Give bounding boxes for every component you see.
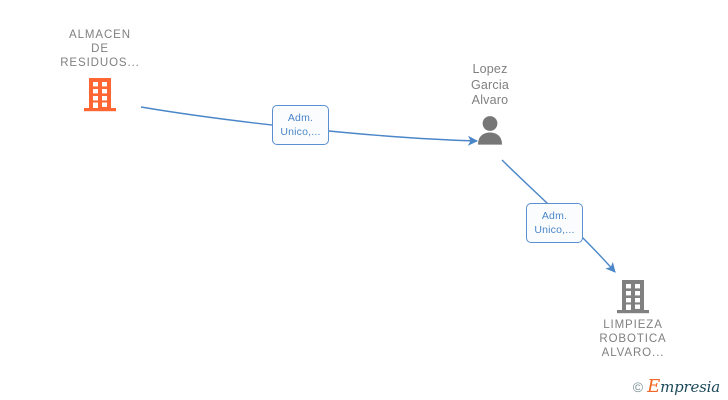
node-company-limpieza[interactable]: LIMPIEZA ROBOTICA ALVARO... (568, 278, 698, 360)
person-icon[interactable] (475, 115, 505, 145)
person-icon-wrap (430, 115, 550, 145)
building-icon-wrap-limpieza (568, 278, 698, 314)
copyright-icon: © (632, 379, 644, 395)
node-person-lopez-garcia-alvaro[interactable]: Lopez Garcia Alvaro (430, 62, 550, 145)
edge-label-adm-unico-limpieza[interactable]: Adm. Unico,... (526, 203, 583, 243)
building-icon-wrap-almacen (20, 76, 180, 112)
edge-label-adm-unico-almacen[interactable]: Adm. Unico,... (272, 105, 329, 145)
node-label-almacen: ALMACEN DE RESIDUOS... (60, 29, 140, 69)
node-label-person: Lopez Garcia Alvaro (470, 62, 510, 107)
node-company-almacen[interactable]: ALMACEN DE RESIDUOS... (20, 28, 180, 112)
node-label-limpieza: LIMPIEZA ROBOTICA ALVARO... (599, 319, 667, 359)
empresia-watermark: © Empresia (632, 376, 720, 397)
building-icon[interactable] (617, 278, 649, 314)
building-icon[interactable] (84, 76, 116, 112)
empresia-logo-initial: E (647, 376, 661, 397)
empresia-logo: Empresia (647, 376, 720, 397)
empresia-logo-rest: mpresia (660, 378, 720, 396)
